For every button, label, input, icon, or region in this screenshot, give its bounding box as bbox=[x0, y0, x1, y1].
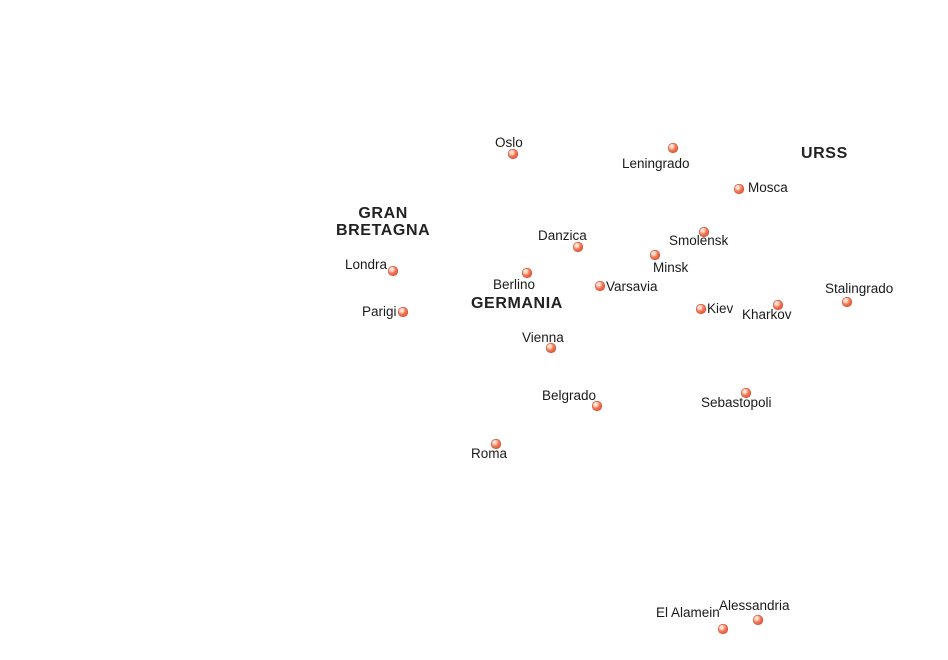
city-marker-parigi[interactable] bbox=[398, 307, 408, 317]
city-label-stalingrado: Stalingrado bbox=[825, 281, 894, 296]
city-marker-sebastopoli[interactable] bbox=[741, 388, 751, 398]
city-marker-danzica[interactable] bbox=[573, 242, 583, 252]
city-marker-leningrado[interactable] bbox=[668, 143, 678, 153]
country-label-germania: GERMANIA bbox=[471, 295, 563, 312]
city-marker-stalingrado[interactable] bbox=[842, 297, 852, 307]
country-label-line-1: GRAN bbox=[358, 205, 408, 222]
city-label-oslo: Oslo bbox=[495, 135, 523, 150]
city-label-leningrado: Leningrado bbox=[622, 156, 690, 171]
city-marker-oslo[interactable] bbox=[508, 149, 518, 159]
city-label-parigi: Parigi bbox=[362, 304, 397, 319]
city-label-londra: Londra bbox=[345, 257, 388, 272]
city-marker-vienna[interactable] bbox=[546, 343, 556, 353]
city-marker-el-alamein[interactable] bbox=[718, 624, 728, 634]
city-marker-belgrado[interactable] bbox=[592, 401, 602, 411]
city-label-kharkov: Kharkov bbox=[742, 307, 792, 322]
country-label-line-2: BRETAGNA bbox=[336, 222, 431, 239]
country-label-urss: URSS bbox=[801, 145, 848, 162]
city-label-belgrado: Belgrado bbox=[542, 388, 597, 403]
city-label-danzica: Danzica bbox=[538, 228, 587, 243]
city-label-minsk: Minsk bbox=[653, 260, 689, 275]
city-label-berlino: Berlino bbox=[493, 277, 536, 292]
city-marker-varsavia[interactable] bbox=[595, 281, 605, 291]
city-marker-mosca[interactable] bbox=[734, 184, 744, 194]
city-marker-roma[interactable] bbox=[491, 439, 501, 449]
city-label-roma: Roma bbox=[471, 446, 508, 461]
country-label-gran-bretagna: GRAN BRETAGNA bbox=[336, 205, 430, 239]
city-label-sebastopoli: Sebastopoli bbox=[701, 395, 772, 410]
city-label-vienna: Vienna bbox=[522, 330, 564, 345]
city-marker-smolensk[interactable] bbox=[699, 227, 709, 237]
city-label-kiev: Kiev bbox=[707, 301, 734, 316]
city-label-alessandria: Alessandria bbox=[719, 598, 790, 613]
city-marker-kharkov[interactable] bbox=[773, 300, 783, 310]
city-label-mosca: Mosca bbox=[748, 180, 788, 195]
city-marker-minsk[interactable] bbox=[650, 250, 660, 260]
city-label-varsavia: Varsavia bbox=[606, 279, 658, 294]
city-marker-londra[interactable] bbox=[388, 266, 398, 276]
city-marker-alessandria[interactable] bbox=[753, 615, 763, 625]
city-marker-berlino[interactable] bbox=[522, 268, 532, 278]
city-label-smolensk: Smolensk bbox=[669, 233, 729, 248]
city-marker-kiev[interactable] bbox=[696, 304, 706, 314]
city-label-el-alamein: El Alamein bbox=[656, 605, 720, 620]
